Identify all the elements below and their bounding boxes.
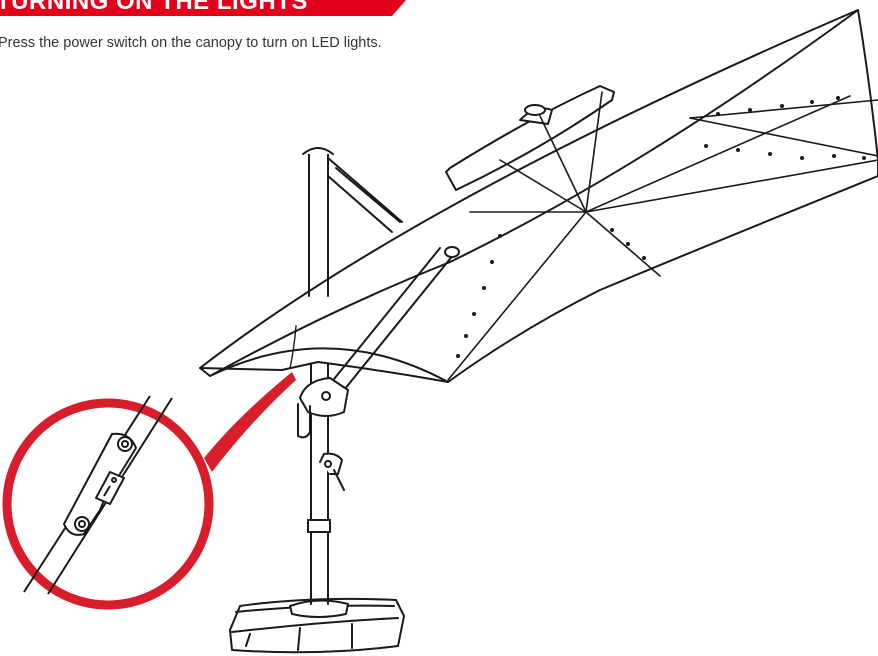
callout-pointer [289, 325, 297, 369]
solar-canopy-top [445, 85, 615, 191]
instruction-text: Press the power switch on the canopy to … [0, 35, 382, 51]
umbrella-canopy [199, 9, 878, 383]
section-title: TURNING ON THE LIGHTS [0, 0, 308, 15]
umbrella-pole [302, 147, 334, 605]
crank-handle [319, 452, 345, 491]
section-header-banner: TURNING ON THE LIGHTS [0, 0, 406, 16]
umbrella-arm [329, 246, 460, 391]
header-banner-shape [0, 0, 406, 16]
umbrella-base [229, 597, 405, 654]
canopy-ribs [447, 91, 878, 381]
tilt-hinge [297, 377, 349, 439]
power-switch-icon [63, 432, 137, 536]
support-strut [327, 157, 403, 233]
led-lights [456, 96, 866, 358]
switch-callout [2, 372, 296, 610]
